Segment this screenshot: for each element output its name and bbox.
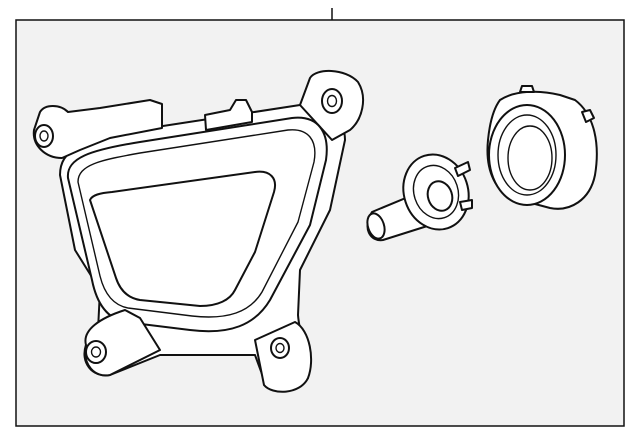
fog-lamp-housing-icon[interactable] bbox=[32, 70, 365, 393]
bulb-icon[interactable] bbox=[364, 146, 478, 242]
bulb-socket-ring-icon[interactable] bbox=[486, 85, 598, 210]
